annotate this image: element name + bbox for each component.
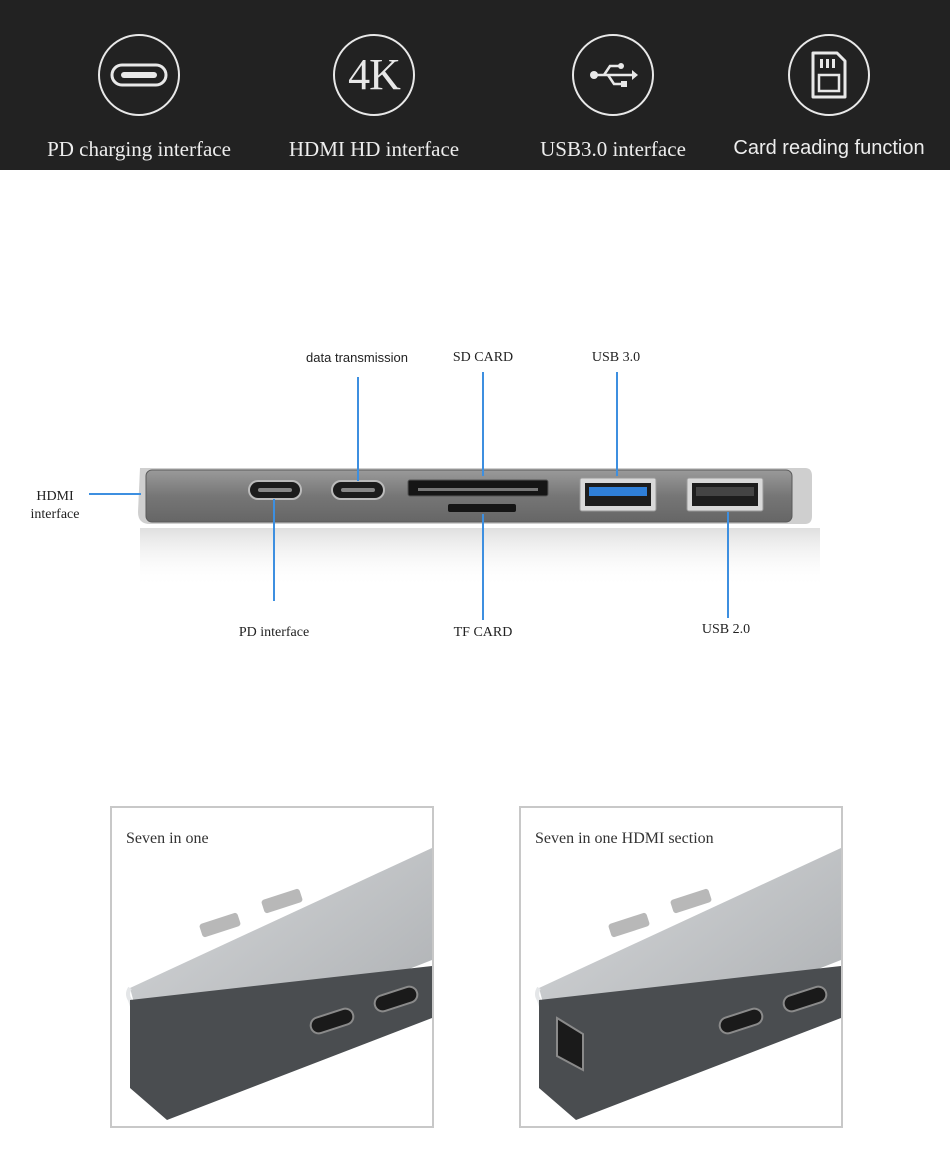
label-sd-card: SD CARD — [452, 350, 514, 365]
feature-banner: PD charging interface 4K HDMI HD interfa… — [0, 0, 950, 170]
callout-line-tf — [482, 514, 484, 620]
4k-icon: 4K — [333, 34, 415, 116]
usb-trident-icon — [572, 34, 654, 116]
usb-c-port-icon — [98, 34, 180, 116]
hub-hdmi-angle-photo — [535, 848, 841, 1120]
feature-card-reading: Card reading function — [710, 0, 948, 170]
photo-panel-hdmi-section: Seven in one HDMI section — [519, 806, 843, 1128]
label-tf-card: TF CARD — [453, 625, 513, 640]
feature-label: Card reading function — [733, 137, 925, 159]
label-hdmi-line1: HDMI — [36, 489, 74, 504]
callout-line-usb20 — [727, 512, 729, 618]
panel-caption: Seven in one — [126, 830, 209, 847]
callout-line-hdmi — [89, 493, 141, 495]
callout-line-pd — [273, 499, 275, 601]
label-pd-interface: PD interface — [238, 625, 310, 640]
feature-pd-charging: PD charging interface — [20, 0, 258, 170]
label-hdmi-line2: interface — [30, 507, 80, 522]
callout-line-data — [357, 377, 359, 481]
photo-panel-seven-in-one: Seven in one — [110, 806, 434, 1128]
hub-illustration — [138, 468, 820, 588]
hub-port-diagram: HDMI interface data transmission SD CARD… — [0, 300, 950, 680]
feature-usb30: USB3.0 interface — [494, 0, 732, 170]
callout-line-sd — [482, 372, 484, 476]
feature-label: USB3.0 interface — [540, 137, 686, 161]
sd-slot-pins — [418, 488, 538, 491]
feature-label: HDMI HD interface — [288, 137, 460, 161]
callout-line-usb30 — [616, 372, 618, 476]
panel-caption: Seven in one HDMI section — [535, 830, 714, 847]
label-usb30: USB 3.0 — [591, 350, 641, 365]
label-data-transmission: data transmission — [306, 350, 408, 365]
4k-icon-text: 4K — [348, 50, 401, 99]
label-usb20: USB 2.0 — [701, 622, 751, 637]
sd-card-icon — [788, 34, 870, 116]
feature-label: PD charging interface — [47, 137, 231, 161]
feature-hdmi: 4K HDMI HD interface — [255, 0, 493, 170]
hub-angle-photo — [126, 848, 432, 1120]
label-hdmi: HDMI interface — [22, 488, 88, 524]
